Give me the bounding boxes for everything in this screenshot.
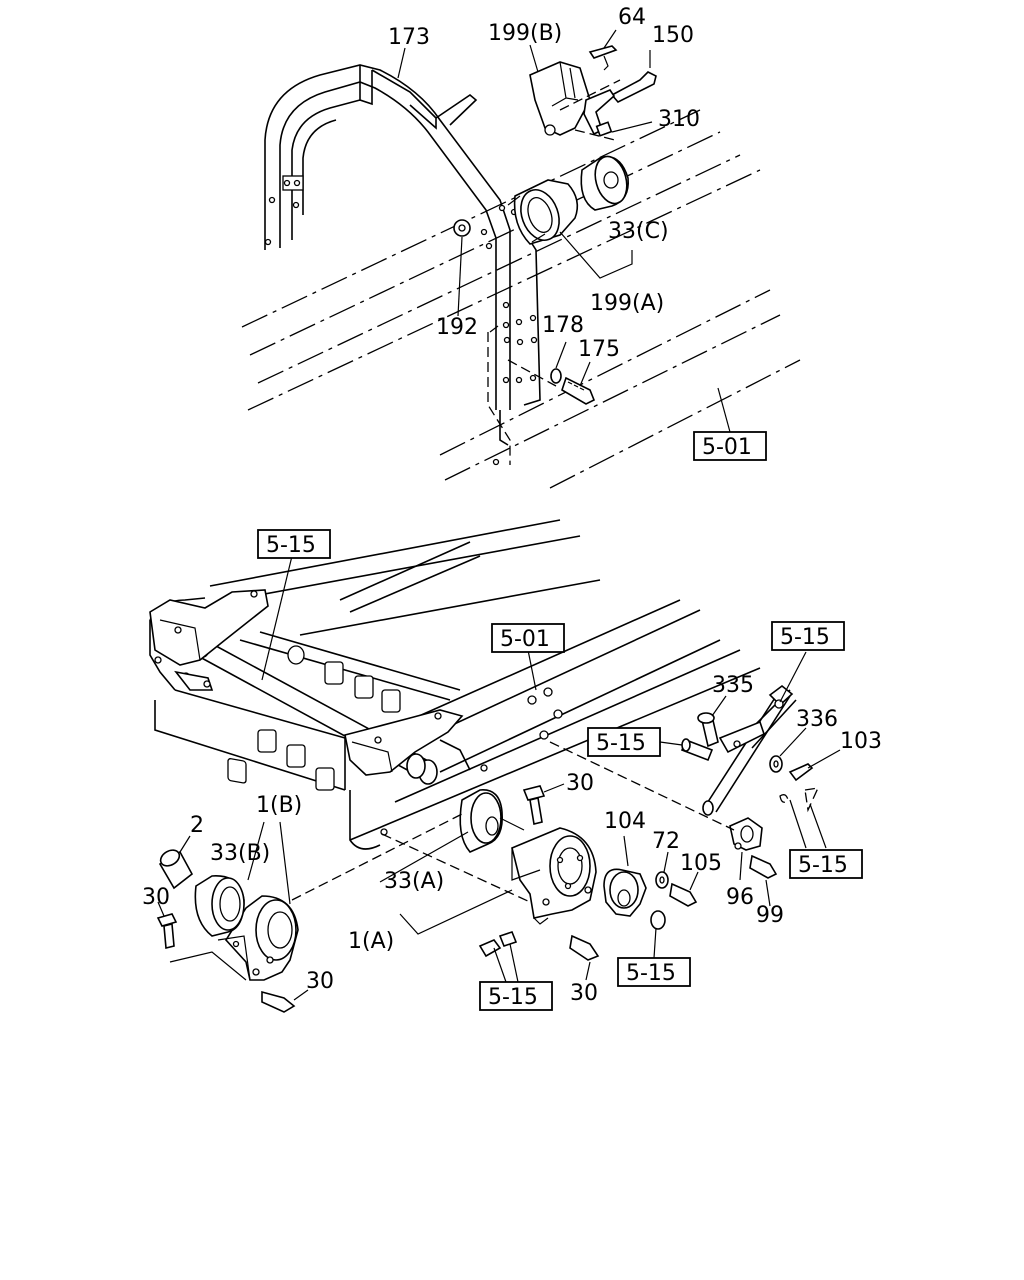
callout-33a: 33(A): [384, 869, 444, 894]
ref-box-5-15-mid: 5-15: [587, 727, 683, 757]
callout-103: 103: [840, 729, 882, 754]
callout-72: 72: [652, 829, 680, 854]
frame-phantom-line: [249, 131, 721, 356]
chassis-frame: [149, 519, 761, 850]
bottom-assembly: 335 336 103 30 104 72 105 96 99 2 1(B) 3…: [142, 519, 882, 1013]
cotter-phantom: [804, 787, 820, 813]
callout-1a: 1(A): [348, 929, 394, 954]
washer-178: [550, 341, 567, 384]
leader-1b: [247, 821, 291, 905]
callout-178: 178: [542, 313, 584, 338]
snap-ring: [650, 910, 666, 959]
frame-phantom-line: [549, 359, 801, 489]
callout-104: 104: [604, 809, 646, 834]
bushing-33c: [580, 155, 629, 211]
bolt-175: [561, 361, 596, 405]
bolt-99: [749, 854, 778, 907]
callout-1b: 1(B): [256, 793, 302, 818]
bolt-30-bottom-left: [261, 989, 309, 1013]
bolt-105: [669, 871, 699, 907]
bracket-104: [603, 835, 647, 917]
collar-2: [158, 835, 194, 890]
pin-335: [697, 695, 727, 748]
frame-phantom-line: [439, 289, 771, 456]
frame-phantom-line: [247, 169, 761, 411]
ref-box-5-15-right: 5-15: [771, 621, 845, 651]
mount-96: [729, 817, 763, 881]
svg-text:5-15: 5-15: [626, 961, 676, 986]
washer-72: [655, 851, 669, 889]
frame-phantom-line: [444, 314, 781, 481]
cotter-pin-103: [788, 749, 841, 782]
callout-199b: 199(B): [488, 21, 562, 46]
callout-310: 310: [658, 107, 700, 132]
bushing-33a: [459, 789, 525, 853]
spring-hanger-right: [344, 709, 464, 776]
callout-105: 105: [680, 851, 722, 876]
leader-5-15-left: [261, 555, 293, 681]
svg-text:5-01: 5-01: [500, 627, 550, 652]
stay-rod-right: [702, 651, 807, 816]
bracket-1a: [511, 827, 597, 925]
svg-text:5-15: 5-15: [596, 731, 646, 756]
svg-text:5-15: 5-15: [488, 985, 538, 1010]
spring-hanger-left: [149, 589, 269, 691]
callout-336: 336: [796, 707, 838, 732]
svg-text:5-15: 5-15: [780, 625, 830, 650]
callout-33c: 33(C): [608, 219, 669, 244]
callout-30-top: 30: [566, 771, 594, 796]
ref-box-5-15-bottom-left: 5-15: [479, 981, 553, 1011]
callout-30-bottom-left: 30: [306, 969, 334, 994]
svg-text:5-15: 5-15: [266, 533, 316, 558]
bracket-1b: [217, 895, 299, 981]
bolt-30-top: [522, 783, 565, 825]
ref-box-5-01-top: 5-01: [693, 387, 767, 461]
frame-phantom-line: [257, 154, 741, 384]
callout-99: 99: [756, 903, 784, 928]
leader-199a: [559, 231, 633, 279]
callout-30-bottom-right: 30: [570, 981, 598, 1006]
nut-192: [453, 219, 471, 317]
bolt-30-bottom-right: [569, 934, 600, 981]
callout-335: 335: [712, 673, 754, 698]
top-assembly: 173 199(B) 64 150 310 33(C) 199(A) 192 1…: [241, 5, 801, 489]
ref-box-5-15-side: 5-15: [789, 849, 863, 879]
washer-phantom: [779, 794, 789, 803]
callout-33b: 33(B): [210, 841, 270, 866]
callout-96: 96: [726, 885, 754, 910]
guard-bar-173: [264, 64, 541, 446]
callout-2: 2: [190, 813, 204, 838]
bolt-5-15-bottom: [478, 931, 519, 983]
install-path-right: [549, 741, 735, 831]
frame-phantom-line: [241, 109, 701, 328]
install-path: [487, 332, 511, 465]
ref-box-5-01-mid: 5-01: [491, 623, 565, 653]
bracket-199b: [529, 29, 657, 141]
leader-1b-base: [169, 951, 247, 981]
bolt-30-left: [156, 901, 178, 950]
bushing-33b: [194, 875, 245, 937]
leader-5-01-mid: [527, 649, 537, 691]
callout-64: 64: [618, 5, 646, 30]
callout-150: 150: [652, 23, 694, 48]
leader-1a: [399, 889, 513, 935]
ref-box-5-15-left: 5-15: [257, 529, 331, 559]
callout-192: 192: [436, 315, 478, 340]
ref-box-5-15-bottom-right: 5-15: [617, 957, 691, 987]
callout-175: 175: [578, 337, 620, 362]
callout-199a: 199(A): [590, 291, 664, 316]
callout-30-left: 30: [142, 885, 170, 910]
bracket-plate: [282, 175, 304, 191]
svg-text:5-15: 5-15: [798, 853, 848, 878]
callout-173: 173: [388, 25, 430, 50]
bushing-199a: [507, 179, 579, 245]
svg-text:5-01: 5-01: [702, 435, 752, 460]
washer-336: [769, 727, 807, 773]
